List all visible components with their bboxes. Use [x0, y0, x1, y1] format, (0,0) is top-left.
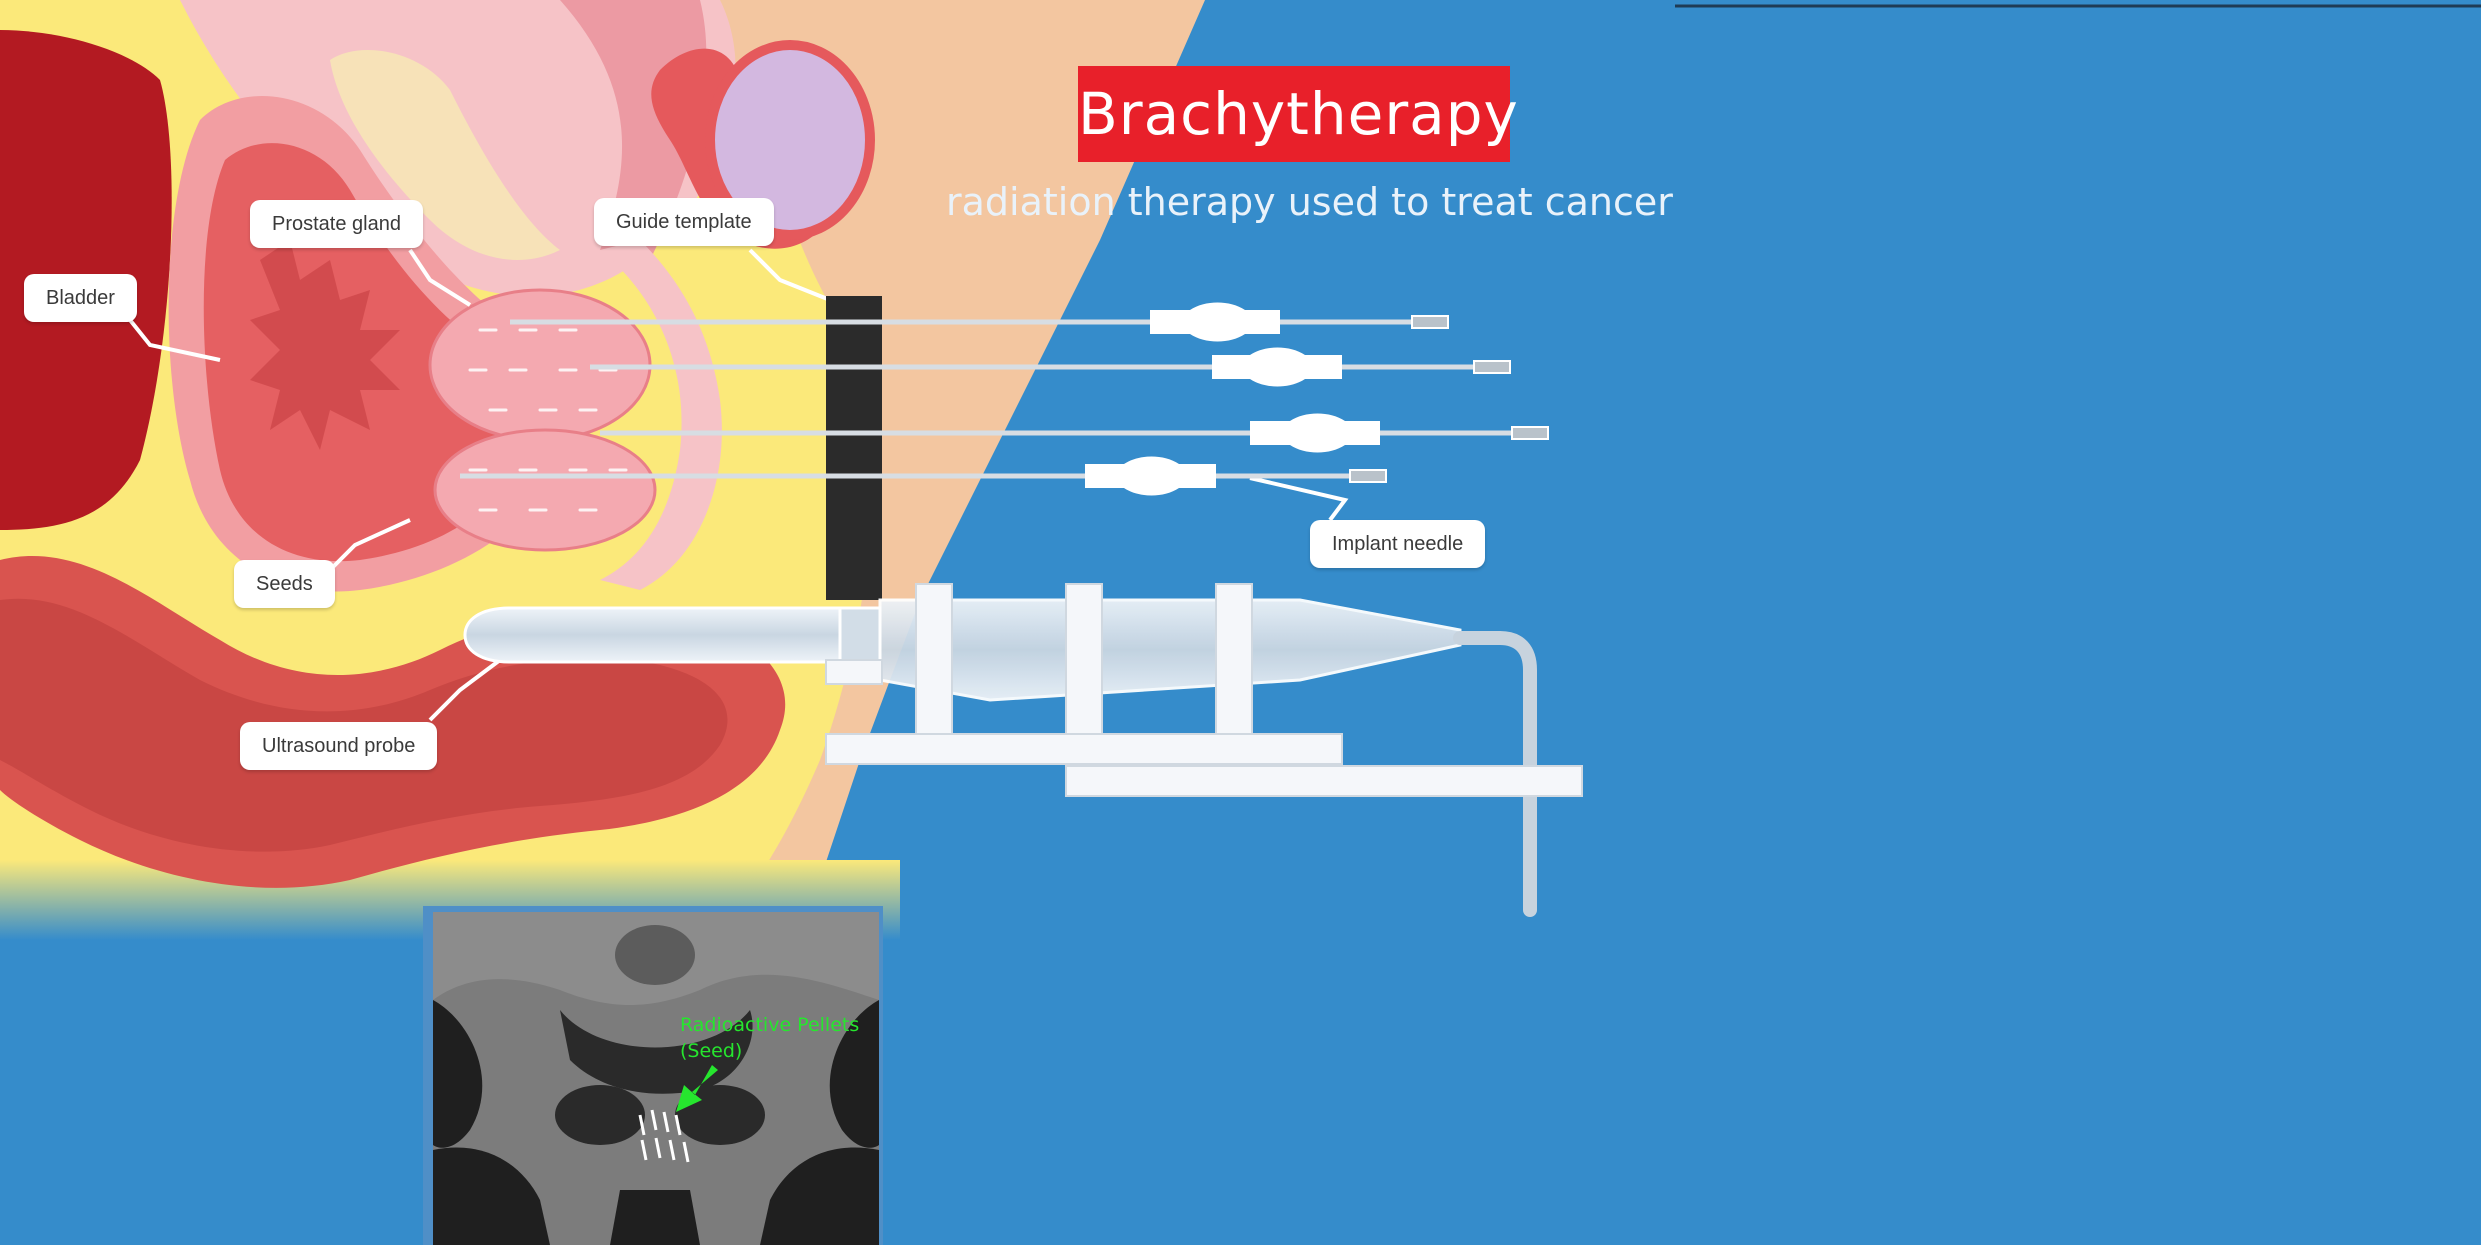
label-guide-template: Guide template — [594, 198, 774, 246]
page-subtitle: radiation therapy used to treat cancer — [946, 180, 1673, 224]
page-title: Brachytherapy — [1078, 66, 1518, 162]
xray-pointer-arrow — [676, 1065, 718, 1112]
prostate-seeds-region — [433, 428, 657, 552]
xray-seeds — [638, 1109, 690, 1163]
xray-inset — [423, 906, 883, 1245]
label-seeds: Seeds — [234, 560, 335, 608]
label-bladder: Bladder — [24, 274, 137, 322]
guide-template — [826, 296, 882, 600]
ultrasound-probe — [463, 583, 1583, 917]
label-ultrasound-probe: Ultrasound probe — [240, 722, 438, 770]
xray-seed-label: Radioactive Pellets (Seed) — [680, 1014, 860, 1062]
implant-needles — [460, 302, 1549, 496]
label-prostate-gland: Prostate gland — [250, 200, 423, 248]
label-implant-needle: Implant needle — [1310, 520, 1486, 568]
